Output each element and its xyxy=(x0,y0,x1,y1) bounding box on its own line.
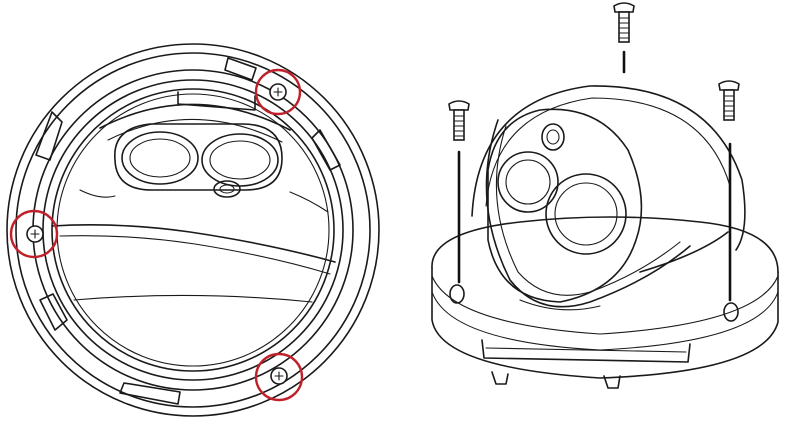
dome-collar xyxy=(519,299,601,311)
base-front-tab xyxy=(481,339,691,363)
screw-icon xyxy=(448,100,470,141)
screw-icon xyxy=(613,2,635,43)
housing-top-band-inner xyxy=(107,118,283,143)
ring-notch xyxy=(224,57,257,81)
lens-right-outer xyxy=(201,133,279,187)
lens-left-outer xyxy=(121,131,199,185)
lens-large-inner xyxy=(554,182,618,246)
mount-hole xyxy=(723,302,739,322)
dome-contour xyxy=(73,294,313,303)
base-plate-rim xyxy=(431,291,779,351)
dome-camera-side-view xyxy=(431,2,779,389)
housing-slot xyxy=(177,91,256,111)
lens-large-outer xyxy=(545,173,627,255)
ir-sensor xyxy=(213,180,241,198)
dome-shell-inner xyxy=(485,97,731,207)
base-ring-inner xyxy=(15,52,371,408)
ring-notch xyxy=(119,382,181,405)
dome-camera-top-view xyxy=(6,43,380,417)
screw-icon xyxy=(270,367,288,385)
dome-shell xyxy=(471,85,746,251)
base-notch xyxy=(603,375,621,389)
ring-notch xyxy=(35,111,63,161)
base-front-tab xyxy=(485,347,687,353)
lens-module xyxy=(487,108,643,303)
lens-cluster-outline xyxy=(114,123,283,191)
trim-ring xyxy=(32,69,354,391)
bubble-edge xyxy=(51,88,335,372)
ir-sensor-inner xyxy=(546,129,560,145)
screw-icon xyxy=(26,225,44,243)
ir-sensor xyxy=(541,123,565,151)
dome-contour xyxy=(79,189,116,198)
base-ring-outer xyxy=(6,43,380,417)
trim-ring-inner xyxy=(42,79,344,381)
mount-hole xyxy=(449,284,465,304)
dome-opening xyxy=(485,119,691,308)
base-plate-top xyxy=(431,216,779,273)
ir-sensor-inner xyxy=(219,184,235,194)
lens-small-outer xyxy=(497,151,559,213)
highlight-circle-icon xyxy=(9,209,59,259)
lens-left-inner xyxy=(129,138,191,178)
dome-opening-rim xyxy=(495,125,681,296)
dome-contour xyxy=(59,235,331,275)
ring-notch xyxy=(311,129,341,171)
dome-contour xyxy=(51,224,336,263)
screw-icon xyxy=(718,80,740,121)
highlight-circle-icon xyxy=(254,352,304,402)
screw-icon xyxy=(269,83,287,101)
lens-small-inner xyxy=(505,159,551,205)
base-plate-side xyxy=(431,267,779,379)
ring-notch xyxy=(39,293,68,331)
dome-contour xyxy=(289,191,329,213)
highlight-circle-icon xyxy=(254,68,302,116)
dome-collar xyxy=(639,231,729,273)
lens-right-inner xyxy=(209,140,271,180)
bubble-edge-inner xyxy=(56,93,330,367)
base-notch xyxy=(491,371,509,385)
